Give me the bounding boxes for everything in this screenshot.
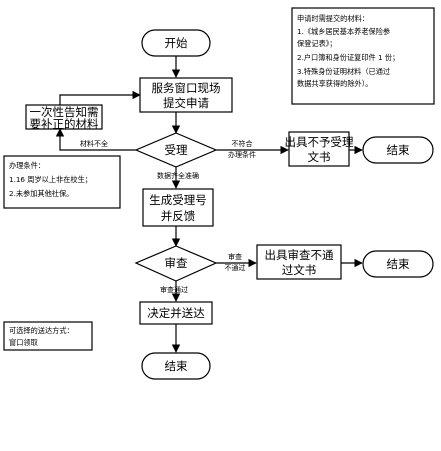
- reject-node: 出具不予受理 文书: [285, 131, 354, 167]
- delivery-note-line-1: 窗口领取: [9, 338, 38, 347]
- delivery-note-line-0: 可选择的送达方式：: [9, 326, 74, 335]
- materials-note-line-0: 申请时需提交的材料：: [297, 14, 369, 23]
- fail-label-line1: 出具审查不通: [265, 248, 334, 262]
- end-label-1: 结束: [387, 143, 410, 157]
- materials-note-line-5: 数据共享获得的除外）。: [297, 79, 372, 88]
- label-incomplete: 材料不全: [80, 139, 108, 148]
- label-review-fail-1: 审查: [228, 252, 242, 261]
- end-node-1: 结束: [362, 136, 434, 164]
- materials-note-line-1: 1.《城乡居民基本养老保险参: [297, 27, 390, 36]
- notify-label-line1: 一次性告知需: [30, 105, 99, 119]
- label-not-meet-1: 不符合: [232, 139, 253, 148]
- fail-label-line2: 过文书: [282, 263, 317, 277]
- end-node-2: 结束: [362, 250, 434, 278]
- submit-label-line1: 服务窗口现场: [152, 81, 221, 95]
- materials-note-line-4: 3.特殊身份证明材料（已通过: [297, 67, 390, 76]
- arrow-notify-to-submit: [59, 90, 141, 105]
- conditions-note: 办理条件： 1.16 周岁以上非在校生； 2.未参加其他社保。: [3, 155, 121, 209]
- label-review-fail-2: 不通过: [225, 263, 246, 272]
- accept-decision: 受理: [134, 132, 218, 168]
- generate-label-line2: 并反馈: [161, 209, 196, 223]
- end-label-3: 结束: [165, 359, 188, 373]
- generate-label-line1: 生成受理号: [149, 193, 207, 207]
- label-review-pass: 审查通过: [160, 285, 188, 294]
- decide-node: 决定并送达: [139, 301, 213, 325]
- accept-label: 受理: [165, 143, 188, 157]
- label-complete: 数据齐全准确: [157, 171, 199, 180]
- review-label: 审查: [165, 256, 188, 270]
- start-node: 开始: [141, 29, 211, 57]
- conditions-note-line-2: 2.未参加其他社保。: [9, 189, 73, 198]
- notify-node: 一次性告知需 要补正的材料: [25, 104, 103, 131]
- notify-label-line2: 要补正的材料: [30, 117, 99, 131]
- submit-label-line2: 提交申请: [163, 96, 209, 110]
- end-node-3: 结束: [141, 352, 211, 380]
- arrow-accept-to-notify: [55, 128, 136, 151]
- start-label: 开始: [165, 36, 188, 50]
- label-not-meet-2: 办理条件: [228, 150, 256, 159]
- conditions-note-line-1: 1.16 周岁以上非在校生；: [9, 175, 92, 184]
- review-decision: 审查: [134, 245, 218, 282]
- end-label-2: 结束: [387, 257, 410, 271]
- materials-note: 申请时需提交的材料： 1.《城乡居民基本养老保险参 保登记表》； 2.户口簿和身…: [291, 7, 435, 105]
- reject-label-line1: 出具不予受理: [285, 135, 354, 149]
- decide-label: 决定并送达: [147, 306, 205, 320]
- delivery-note: 可选择的送达方式： 窗口领取: [3, 321, 93, 351]
- fail-node: 出具审查不通 过文书: [256, 244, 342, 280]
- generate-node: 生成受理号 并反馈: [142, 188, 214, 227]
- submit-node: 服务窗口现场 提交申请: [139, 77, 233, 113]
- connectors: [55, 56, 363, 353]
- conditions-note-line-0: 办理条件：: [9, 161, 45, 170]
- materials-note-line-2: 保登记表》；: [297, 39, 337, 48]
- materials-note-line-3: 2.户口簿和身份证复印件 1 份；: [297, 53, 399, 62]
- reject-label-line2: 文书: [308, 150, 331, 164]
